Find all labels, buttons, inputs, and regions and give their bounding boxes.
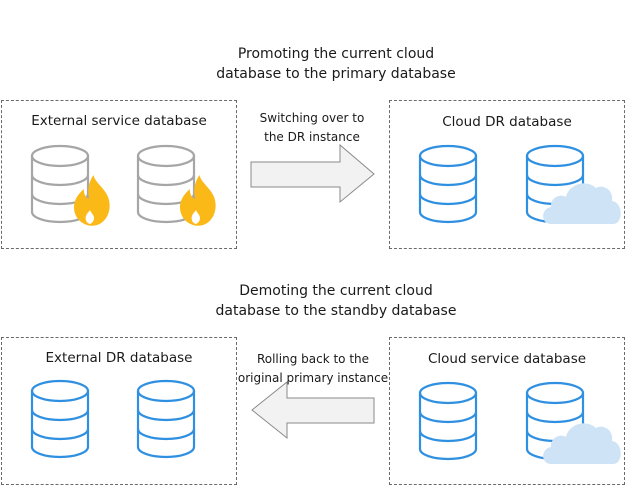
external-dr-database-box: External DR database — [1, 337, 237, 485]
roll-back-arrow — [251, 380, 375, 440]
external-dr-database-title: External DR database — [45, 350, 193, 366]
demote-heading-line1: Demoting the current cloud — [239, 283, 433, 299]
external-service-database-title: External service database — [31, 113, 207, 129]
cloud-dr-database-box: Cloud DR database — [389, 100, 625, 249]
switch-over-arrow — [250, 143, 375, 204]
switch-over-label-line2: the DR instance — [264, 130, 360, 144]
roll-back-label: Rolling back to the original primary ins… — [236, 350, 390, 388]
cloud-service-database-title: Cloud service database — [427, 351, 587, 367]
roll-back-label-line2: original primary instance — [237, 371, 389, 385]
switch-over-label: Switching over to the DR instance — [246, 109, 378, 147]
cloud-service-database-box: Cloud service database — [389, 337, 625, 485]
roll-back-label-line1: Rolling back to the — [256, 352, 370, 366]
cloud-dr-database-title: Cloud DR database — [442, 114, 572, 130]
promote-heading-line2: database to the primary database — [216, 66, 456, 82]
promote-heading: Promoting the current cloud database to … — [163, 44, 509, 84]
promote-heading-line1: Promoting the current cloud — [237, 46, 435, 62]
demote-heading-line2: database to the standby database — [215, 303, 457, 319]
switch-over-label-line1: Switching over to — [259, 111, 365, 125]
demote-heading: Demoting the current cloud database to t… — [163, 281, 509, 321]
external-service-database-box: External service database — [1, 100, 237, 249]
